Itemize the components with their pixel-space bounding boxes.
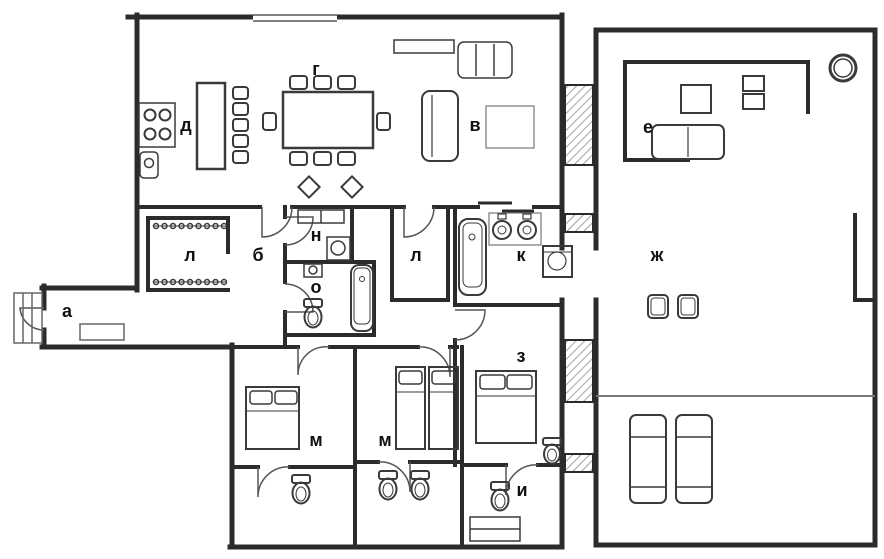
door-arc-n (284, 216, 314, 246)
coffee-table (680, 84, 712, 114)
chair (262, 112, 277, 131)
washbasin (303, 263, 323, 278)
room-label-m1: м (309, 430, 322, 450)
room-label-k: к (516, 245, 526, 265)
room-label-b: б (252, 245, 263, 265)
room-label-i: и (516, 480, 527, 500)
lounge-furniture (651, 75, 765, 160)
chair (289, 75, 308, 90)
bed (475, 370, 537, 444)
chair (337, 75, 356, 90)
bed (428, 366, 459, 450)
window (253, 12, 337, 22)
room-label-a: а (62, 301, 73, 321)
door-arc-entry (19, 307, 45, 331)
ottoman (742, 75, 765, 92)
sofa (651, 124, 725, 160)
stove-icon (138, 102, 176, 148)
room-label-g: г (312, 59, 320, 79)
wardrobe-hangers (152, 222, 228, 286)
toilet (490, 481, 510, 512)
room-label-z: з (517, 346, 526, 366)
bar-stool (232, 118, 249, 132)
toilet (378, 470, 398, 501)
chair (337, 151, 356, 166)
chair (313, 75, 332, 90)
room-label-zh: ж (650, 245, 664, 265)
door-arc-m1-ensuite (257, 466, 291, 498)
entry-steps (13, 292, 43, 344)
pillow (398, 370, 423, 385)
room-label-n: н (311, 225, 322, 245)
pillow (506, 374, 533, 390)
entry-cabinet (79, 323, 125, 341)
room-label-l2: л (410, 245, 421, 265)
stool (647, 294, 669, 319)
kitchen-sink-icon (139, 151, 159, 179)
washing-machine (326, 236, 351, 261)
sofa (421, 90, 459, 162)
decor-diamond (296, 174, 322, 200)
door-arc-m1 (297, 345, 331, 376)
decor-diamonds (296, 174, 365, 200)
room-label-d: д (180, 115, 192, 135)
room-label-o: о (311, 277, 322, 297)
stool (677, 294, 699, 319)
room-labels: а б в г д е ж з и к л л м м н о (62, 59, 664, 500)
toilet (410, 470, 430, 501)
room-label-v: в (469, 115, 480, 135)
pillow (431, 370, 456, 385)
walls-outer (39, 12, 878, 550)
room-label-l1: л (184, 245, 195, 265)
door-arc-m2-ensuite (377, 461, 411, 493)
pillow (274, 390, 298, 405)
stools (647, 294, 699, 319)
rug (485, 105, 535, 149)
laundry-cabinet (297, 209, 345, 224)
bathtub (350, 264, 374, 332)
shaft-hatch (564, 84, 594, 473)
room-label-e: е (643, 117, 653, 137)
bar-stool (232, 86, 249, 100)
double-washbasin (488, 212, 542, 246)
tv-console (393, 39, 455, 54)
chair (313, 151, 332, 166)
bar-stool (232, 150, 249, 164)
dining-table (262, 75, 391, 166)
toilet (291, 474, 311, 505)
bathtub (458, 218, 487, 296)
door-arc-hall (261, 206, 293, 238)
bed (245, 386, 300, 450)
bar-stool (232, 102, 249, 116)
hot-tub (828, 53, 858, 83)
sun-lounger (629, 414, 667, 504)
door-arc-z (454, 309, 486, 341)
door-arc-m2 (417, 346, 451, 378)
bar-stool (232, 134, 249, 148)
sliding-door-k (478, 201, 534, 213)
room-label-m2: м (378, 430, 391, 450)
cabinet (469, 516, 521, 542)
kitchen-island (195, 81, 249, 171)
sun-lounger (675, 414, 713, 504)
chair (289, 151, 308, 166)
washing-machine (542, 245, 573, 278)
toilet (303, 298, 323, 329)
chair (376, 112, 391, 131)
walls-inner (135, 60, 877, 549)
bed (395, 366, 426, 450)
toilet (542, 437, 562, 465)
door-arc-closet2 (403, 206, 435, 238)
armchair-bench (457, 41, 513, 79)
decor-diamond (339, 174, 365, 200)
pillow (249, 390, 273, 405)
ottoman (742, 93, 765, 110)
pillow (479, 374, 506, 390)
